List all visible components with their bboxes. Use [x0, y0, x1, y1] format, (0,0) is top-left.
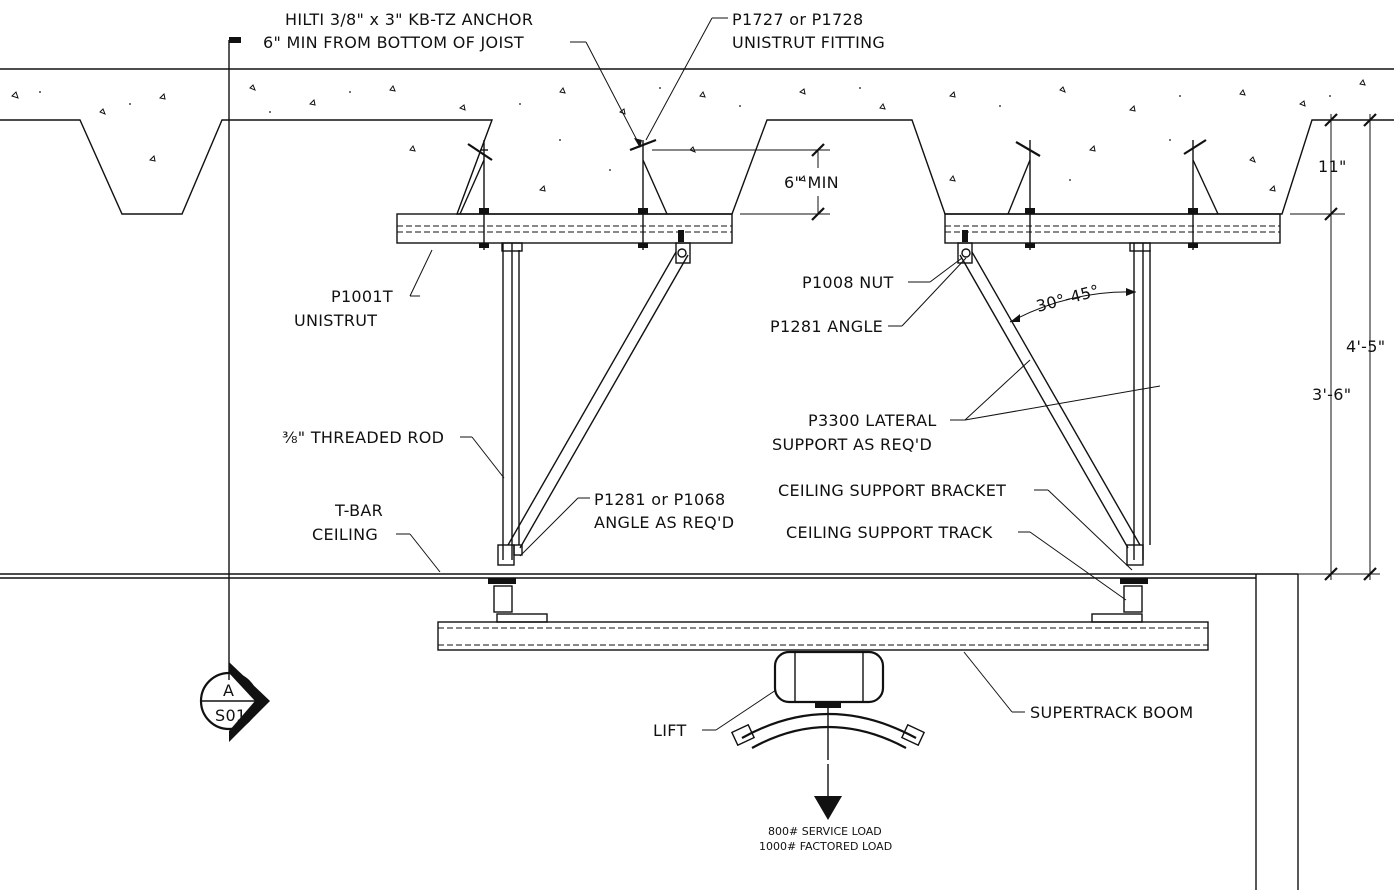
- six-min-dimension: 6" MIN: [784, 173, 839, 192]
- unistrut-fitting-label-2: UNISTRUT FITTING: [732, 33, 885, 52]
- ceiling-bracket-label: CEILING SUPPORT BRACKET: [778, 481, 1006, 500]
- supertrack-boom: [437, 621, 1209, 651]
- p1001t-label-1: P1001T: [331, 287, 393, 306]
- eleven-inch-dimension: 11": [1318, 157, 1347, 176]
- leader-lines: [396, 17, 1161, 731]
- angle-range-label: 30°-45°: [1034, 281, 1101, 316]
- supertrack-label: SUPERTRACK BOOM: [1030, 703, 1193, 722]
- p1281-angle-label: P1281 ANGLE: [770, 317, 883, 336]
- dimension-lines: [652, 113, 1394, 581]
- section-letter: A: [223, 681, 234, 700]
- section-marker: [199, 37, 270, 742]
- ceiling-line: [0, 573, 1299, 890]
- p1281-p1068-label-2: ANGLE AS REQ'D: [594, 513, 734, 532]
- three-six-dimension: 3'-6": [1312, 385, 1351, 404]
- p1008-nut-label: P1008 NUT: [802, 273, 894, 292]
- lift-label: LIFT: [653, 721, 687, 740]
- four-five-dimension: 4'-5": [1346, 337, 1385, 356]
- p1001t-label-2: UNISTRUT: [294, 311, 377, 330]
- hilti-anchor-label-1: HILTI 3/8" x 3" KB-TZ ANCHOR: [285, 10, 533, 29]
- tbar-label-1: T-BAR: [334, 501, 383, 520]
- threaded-rod-label: ⅜" THREADED ROD: [282, 428, 444, 447]
- factored-load-label: 1000# FACTORED LOAD: [759, 840, 892, 853]
- lift-unit: [730, 650, 926, 760]
- unistrut-fitting-label-1: P1727 or P1728: [732, 10, 863, 29]
- p1281-p1068-label-1: P1281 or P1068: [594, 490, 725, 509]
- right-strut-assembly: [944, 139, 1281, 623]
- ceiling-track-label: CEILING SUPPORT TRACK: [786, 523, 993, 542]
- p3300-label-2: SUPPORT AS REQ'D: [772, 435, 932, 454]
- tbar-label-2: CEILING: [312, 525, 378, 544]
- concrete-deck: [0, 68, 1394, 215]
- service-load-label: 800# SERVICE LOAD: [768, 825, 882, 838]
- left-strut-assembly: [396, 138, 733, 623]
- load-arrow: [814, 764, 842, 820]
- p3300-label-1: P3300 LATERAL: [808, 411, 937, 430]
- hilti-anchor-label-2: 6" MIN FROM BOTTOM OF JOIST: [263, 33, 524, 52]
- section-sheet: S01: [215, 706, 246, 725]
